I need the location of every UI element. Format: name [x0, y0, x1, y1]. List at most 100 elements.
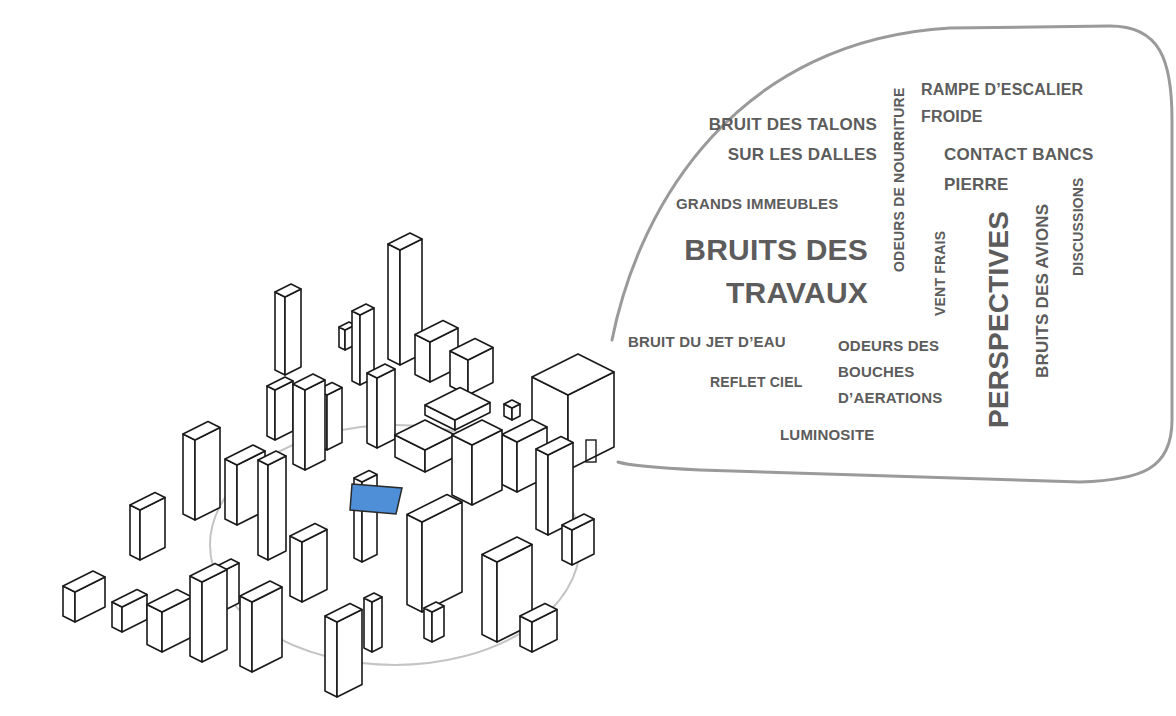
building-face: [275, 292, 285, 375]
water-basin: [350, 484, 402, 514]
building-face: [425, 388, 490, 421]
building-face: [63, 571, 105, 592]
building-face: [482, 555, 497, 643]
building-sketch: [293, 374, 325, 470]
sensation-word: BRUIT DES TALONS SUR LES DALLES: [677, 110, 877, 170]
sensation-word: ODEURS DES BOUCHES D’AERATIONS: [838, 333, 968, 411]
building-face: [502, 420, 547, 443]
building-sketch: [63, 571, 105, 622]
sensation-word: VENT FRAIS: [932, 231, 949, 316]
building-sketch: [536, 437, 573, 536]
building-face: [267, 377, 293, 390]
building-face: [482, 537, 532, 562]
building-face: [325, 616, 337, 697]
building-face: [275, 284, 301, 297]
building-face: [240, 596, 252, 672]
building-face: [130, 493, 165, 511]
building-face: [364, 593, 382, 602]
building-face: [112, 590, 147, 608]
building-face: [327, 388, 342, 451]
building-face: [290, 524, 327, 543]
building-face: [352, 311, 360, 385]
sensation-word: DISCUSSIONS: [1070, 177, 1087, 276]
building-sketch: [367, 364, 395, 448]
building-sketch: [267, 377, 293, 440]
building-face: [202, 570, 227, 663]
building-sketch: [407, 495, 462, 613]
building-sketch: [275, 284, 301, 375]
building-sketch: [130, 493, 165, 561]
building-face: [354, 471, 377, 483]
building-face: [267, 386, 275, 440]
building-face: [504, 400, 520, 408]
building-sketch: [290, 524, 327, 603]
building-face: [388, 244, 400, 365]
building-face: [147, 590, 192, 613]
sensation-word: ODEURS DE NOURRITURE: [891, 88, 908, 272]
building-face: [377, 369, 395, 448]
building-face: [130, 505, 140, 560]
building-face: [415, 321, 458, 343]
building-face: [190, 564, 227, 583]
building-face: [190, 576, 202, 662]
building-face: [395, 420, 455, 450]
building-face: [183, 422, 220, 441]
building-face: [452, 420, 502, 445]
sensation-word: PERSPECTIVES: [982, 211, 1016, 428]
bubble-outline: [612, 26, 1172, 482]
door-sketch: [586, 440, 596, 462]
building-face: [407, 515, 422, 613]
building-sketch: [562, 514, 594, 565]
sensation-word: CONTACT BANCS PIERRE: [944, 140, 1124, 200]
building-face: [290, 536, 302, 602]
sensation-word: BRUIT DU JET D’EAU: [628, 333, 786, 351]
building-face: [407, 495, 462, 523]
building-face: [520, 604, 557, 623]
building-face: [388, 233, 422, 250]
building-face: [502, 435, 517, 493]
building-sketch: [190, 564, 227, 663]
building-sketch: [112, 590, 147, 633]
building-face: [372, 597, 382, 652]
building-sketch: [520, 604, 557, 653]
building-sketch: [240, 581, 282, 672]
building-face: [367, 373, 377, 448]
building-sketch: [147, 590, 192, 653]
building-face: [195, 428, 220, 521]
building-face: [293, 374, 325, 390]
building-sketch: [450, 339, 493, 396]
building-face: [450, 339, 493, 361]
building-face: [337, 610, 362, 698]
building-face: [562, 525, 572, 565]
building-face: [536, 437, 573, 456]
building-sketch: [424, 602, 444, 642]
building-sketch: [364, 593, 382, 652]
building-sketch: [395, 420, 455, 472]
building-face: [258, 460, 268, 560]
sensation-word: BRUITS DES AVIONS: [1033, 204, 1053, 378]
building-face: [268, 456, 286, 560]
sensation-word: REFLET CIEL: [710, 374, 802, 391]
building-face: [285, 289, 301, 375]
sensation-word: BRUITS DES TRAVAUX: [668, 228, 868, 314]
skyline-group: [63, 233, 614, 697]
building-face: [367, 364, 395, 378]
building-face: [240, 581, 282, 602]
building-face: [183, 434, 195, 520]
building-sketch: [325, 604, 362, 698]
building-sketch: [452, 420, 502, 505]
building-sketch: [258, 451, 286, 560]
building-face: [424, 608, 432, 642]
building-face: [305, 380, 325, 470]
speech-bubble: BRUIT DES TALONS SUR LES DALLES ODEURS DE…: [525, 20, 1176, 496]
building-face: [275, 381, 293, 440]
sensation-word: RAMPE D’ESCALIER FROIDE: [921, 76, 1111, 130]
building-face: [562, 514, 594, 530]
building-sketch: [183, 422, 220, 521]
building-face: [424, 602, 444, 612]
building-face: [532, 354, 614, 395]
sensation-word: LUMINOSITE: [780, 426, 875, 444]
building-face: [258, 451, 286, 465]
building-face: [536, 449, 548, 535]
